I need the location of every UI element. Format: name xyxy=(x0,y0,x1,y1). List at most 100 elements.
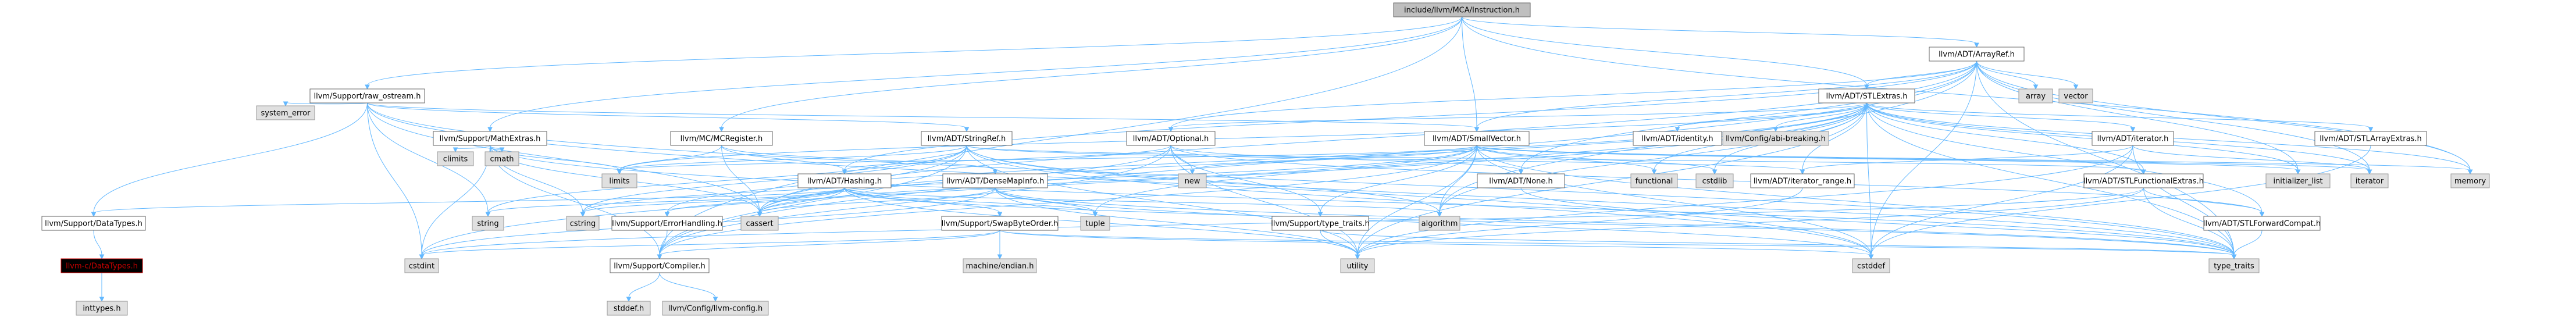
node-mathextras[interactable]: llvm/Support/MathExtras.h xyxy=(433,131,547,146)
node-label: cmath xyxy=(490,155,514,164)
edge-swapbyteorder-to-type_traits xyxy=(999,230,2237,260)
edge-mcregister-to-densemapinfo xyxy=(721,145,998,175)
edge-arrayref-to-vector xyxy=(1976,60,2079,90)
node-iterator_range[interactable]: llvm/ADT/iterator_range.h xyxy=(1750,173,1855,188)
node-functional: functional xyxy=(1630,173,1678,188)
node-stddef: stddef.h xyxy=(607,301,651,316)
node-label: llvm/ADT/STLExtras.h xyxy=(1826,92,1907,101)
node-compiler[interactable]: llvm/Support/Compiler.h xyxy=(610,258,710,273)
node-arrayref[interactable]: llvm/ADT/ArrayRef.h xyxy=(1929,47,2025,62)
node-errorhandling[interactable]: llvm/Support/ErrorHandling.h xyxy=(611,216,723,231)
node-stlarrayextras[interactable]: llvm/ADT/STLArrayExtras.h xyxy=(2314,131,2427,146)
node-cstddef: cstddef xyxy=(1852,258,1890,273)
node-optional[interactable]: llvm/ADT/Optional.h xyxy=(1126,131,1216,146)
node-label: machine/endian.h xyxy=(966,262,1034,271)
node-label: memory xyxy=(2454,177,2486,186)
edge-datatypes_support-to-cdatatypes xyxy=(93,230,105,260)
node-stlextras[interactable]: llvm/ADT/STLExtras.h xyxy=(1818,88,1915,104)
node-none[interactable]: llvm/ADT/None.h xyxy=(1477,173,1565,188)
dependency-nodes: include/llvm/MCA/Instruction.h llvm/ADT/A… xyxy=(41,2,2490,316)
edge-hashing-to-string xyxy=(485,187,845,217)
node-memory: memory xyxy=(2450,173,2490,188)
node-label: tuple xyxy=(1085,220,1104,229)
node-label: llvm/ADT/Optional.h xyxy=(1133,135,1209,144)
node-label: llvm-c/DataTypes.h xyxy=(66,262,138,271)
node-label: llvm/ADT/None.h xyxy=(1489,177,1552,186)
node-datatypes_support[interactable]: llvm/Support/DataTypes.h xyxy=(41,216,146,231)
node-llvmconfig: llvm/Config/llvm-config.h xyxy=(662,301,769,316)
edge-stlfunctional-to-stlforwardcompat xyxy=(2143,187,2265,217)
node-label: llvm/Support/SwapByteOrder.h xyxy=(942,220,1059,229)
node-label: cstddef xyxy=(1857,262,1886,271)
node-cstdint: cstdint xyxy=(404,258,439,273)
edge-arrayref-to-iterator xyxy=(1976,60,2372,175)
node-label: cstdint xyxy=(409,262,434,271)
edge-raw_ostream-to-cassert xyxy=(367,102,763,217)
node-identity[interactable]: llvm/ADT/identity.h xyxy=(1633,131,1722,146)
node-stlfunctional[interactable]: llvm/ADT/STLFunctionalExtras.h xyxy=(2083,173,2204,188)
edge-stlforwardcompat-to-type_traits xyxy=(2231,230,2263,260)
node-limits: limits xyxy=(601,173,637,188)
node-label: llvm/ADT/ArrayRef.h xyxy=(1939,51,2015,59)
node-label: llvm/ADT/iterator_range.h xyxy=(1754,177,1851,186)
node-label: array xyxy=(2026,92,2046,101)
edge-root-to-raw_ostream xyxy=(365,16,1462,90)
edge-raw_ostream-to-system_error xyxy=(283,101,368,107)
node-stringref[interactable]: llvm/ADT/StringRef.h xyxy=(921,131,1013,146)
node-algorithm: algorithm xyxy=(1419,216,1460,231)
node-densemapinfo[interactable]: llvm/ADT/DenseMapInfo.h xyxy=(942,173,1048,188)
node-mcregister[interactable]: llvm/MC/MCRegister.h xyxy=(670,131,773,146)
node-label: vector xyxy=(2064,92,2088,101)
node-label: llvm/ADT/STLForwardCompat.h xyxy=(2203,220,2321,229)
node-iteratorh[interactable]: llvm/ADT/iterator.h xyxy=(2092,131,2174,146)
edge-raw_ostream-to-stringref xyxy=(367,102,970,133)
edge-root-to-mcregister xyxy=(719,16,1462,133)
edge-stringref-to-stlfunctional xyxy=(966,145,2146,175)
edge-hashing-to-datatypes_support xyxy=(91,187,845,217)
edge-hashing-to-cstring xyxy=(580,187,845,217)
node-smallvector[interactable]: llvm/ADT/SmallVector.h xyxy=(1424,131,1530,146)
edge-stlextras-to-stlarrayextras xyxy=(1866,102,2374,133)
node-swapbyteorder[interactable]: llvm/Support/SwapByteOrder.h xyxy=(941,216,1059,231)
node-cstring: cstring xyxy=(566,216,600,231)
edge-raw_ostream-to-smallvector xyxy=(367,102,1480,133)
node-hashing[interactable]: llvm/ADT/Hashing.h xyxy=(797,173,892,188)
node-label: llvm/ADT/StringRef.h xyxy=(928,135,1006,144)
edge-stlextras-to-cstddef xyxy=(1866,102,1874,260)
edge-root-to-stlextras xyxy=(1462,16,1869,90)
node-inttypes: inttypes.h xyxy=(76,301,128,316)
node-label: cassert xyxy=(746,220,773,229)
node-climits: climits xyxy=(437,151,474,166)
edge-arrayref-to-array xyxy=(1976,60,2039,90)
node-label: llvm/MC/MCRegister.h xyxy=(680,135,763,144)
node-label: llvm/ADT/identity.h xyxy=(1641,135,1713,144)
node-array: array xyxy=(2018,88,2053,104)
node-label: llvm/Support/ErrorHandling.h xyxy=(612,220,722,229)
node-cdatatypes[interactable]: llvm-c/DataTypes.h xyxy=(60,258,143,273)
node-label: llvm/Support/MathExtras.h xyxy=(440,135,541,144)
node-new: new xyxy=(1178,173,1207,188)
edge-iteratorh-to-iterator xyxy=(2132,145,2372,175)
node-root[interactable]: include/llvm/MCA/Instruction.h xyxy=(1393,2,1531,17)
edge-iteratorh-to-utility xyxy=(1355,145,2133,260)
node-label: llvm/Config/llvm-config.h xyxy=(668,305,763,313)
node-label: llvm/ADT/iterator.h xyxy=(2097,135,2169,144)
node-stlforwardcompat[interactable]: llvm/ADT/STLForwardCompat.h xyxy=(2203,216,2321,231)
edge-smallvector-to-compiler xyxy=(657,145,1477,260)
node-utility: utility xyxy=(1340,258,1375,273)
node-cmath: cmath xyxy=(484,151,519,166)
edge-typetraits_support-to-utility xyxy=(1320,230,1360,260)
edge-mathextras-to-climits xyxy=(453,145,490,153)
node-typetraits_support[interactable]: llvm/Support/type_traits.h xyxy=(1271,216,1370,231)
node-label: cstdlib xyxy=(1702,177,1727,186)
node-label: algorithm xyxy=(1421,220,1458,229)
edge-iteratorh-to-iterator_range xyxy=(1800,145,2133,175)
node-raw_ostream[interactable]: llvm/Support/raw_ostream.h xyxy=(309,88,425,104)
node-label: llvm/Support/Compiler.h xyxy=(614,262,705,271)
edge-cdatatypes-to-inttypes xyxy=(99,273,105,302)
node-cassert: cassert xyxy=(740,216,779,231)
node-initializer_list: initializer_list xyxy=(2265,173,2331,188)
edge-stringref-to-iterator_range xyxy=(966,145,1805,175)
node-label: type_traits xyxy=(2214,262,2254,271)
